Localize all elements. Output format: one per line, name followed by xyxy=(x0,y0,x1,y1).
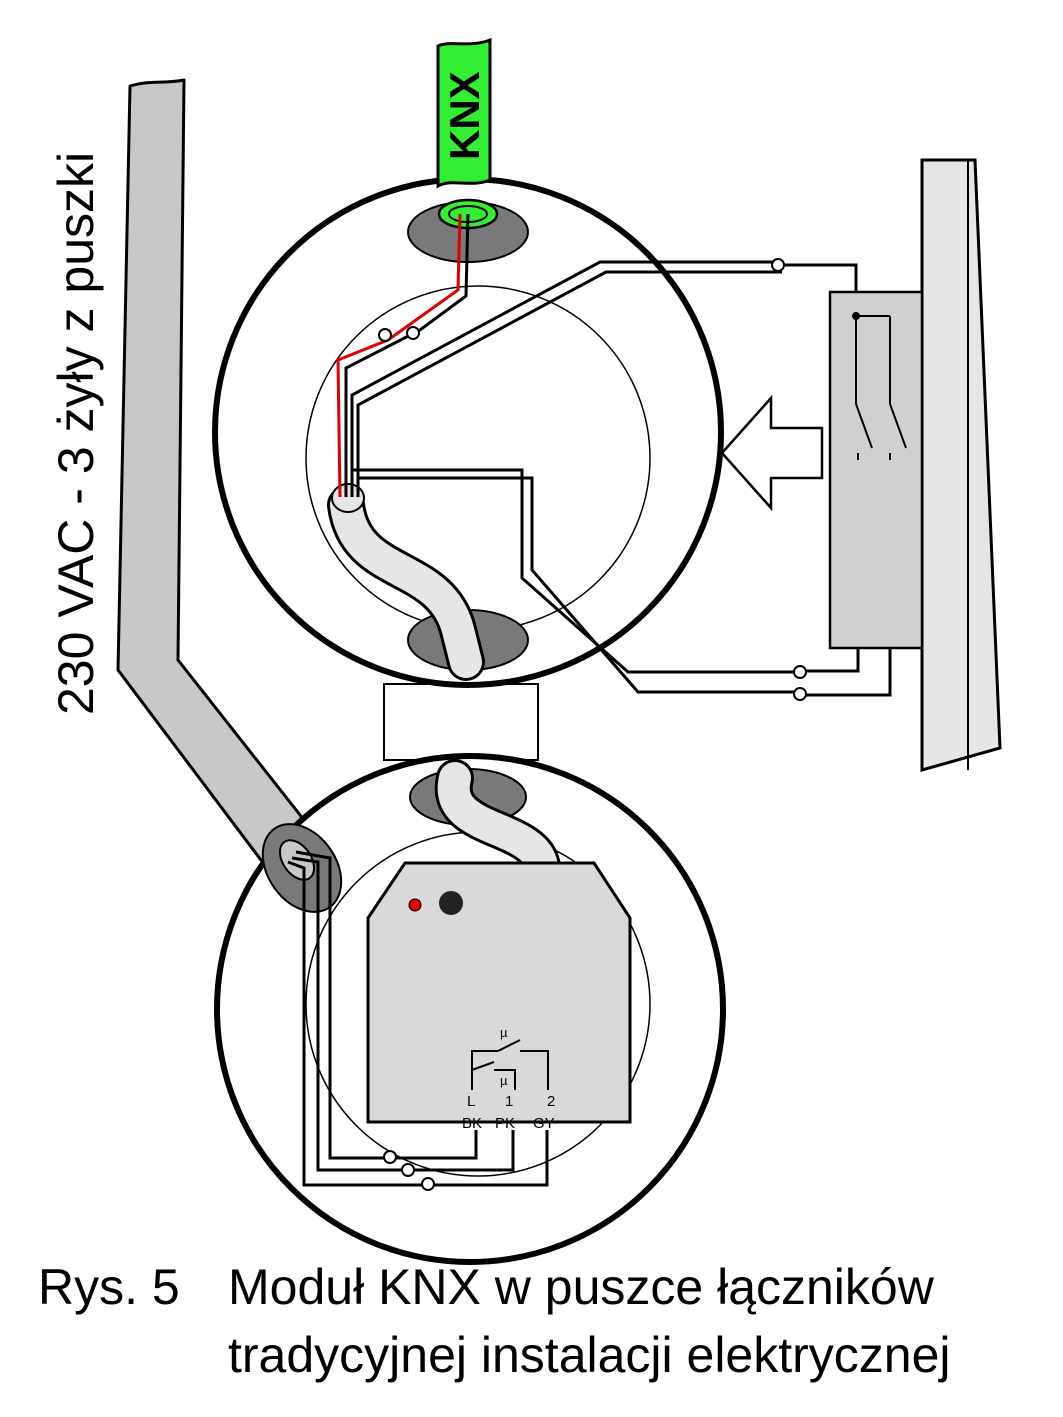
terminal-label-1: 1 xyxy=(505,1093,513,1110)
switch-plate xyxy=(920,158,1002,772)
terminal-label-L: L xyxy=(467,1093,475,1110)
terminal-label-2: 2 xyxy=(547,1093,555,1110)
power-wires xyxy=(287,850,549,1187)
wire-color-GY: GY xyxy=(533,1115,555,1132)
caption-line-2: tradycyjnej instalacji elektrycznej xyxy=(228,1327,951,1383)
status-led xyxy=(408,898,422,912)
mu-label-top: µ xyxy=(500,1025,508,1040)
box-connector xyxy=(383,683,539,761)
switch-mechanism xyxy=(828,290,924,650)
wall-switch xyxy=(828,158,1002,772)
program-button xyxy=(439,891,463,915)
upper-junction-box xyxy=(212,176,724,688)
switch-contacts-symbol xyxy=(855,315,907,460)
knx-label: KNX xyxy=(441,71,488,160)
wire-terminal xyxy=(383,1150,397,1164)
caption-number: Rys. 5 xyxy=(38,1259,180,1315)
wire-terminal xyxy=(793,665,807,679)
wire-terminal xyxy=(406,326,420,340)
wire-terminal xyxy=(771,258,785,272)
vertical-power-label: 230 VAC - 3 żyły z puszki xyxy=(48,152,104,715)
wire-terminal xyxy=(401,1163,415,1177)
wire-color-BK: BK xyxy=(462,1115,482,1132)
caption-line-1: Moduł KNX w puszce łączników xyxy=(228,1259,934,1315)
wire-terminal xyxy=(421,1177,435,1191)
wire-color-PK: PK xyxy=(495,1115,515,1132)
wire-terminal xyxy=(793,687,807,701)
knx-module: µ µ L 1 2 BK PK GY xyxy=(366,861,632,1132)
arrow-left-icon xyxy=(720,394,824,512)
wire-terminal xyxy=(378,328,392,342)
knx-cable: KNX xyxy=(436,37,499,230)
mu-label-bottom: µ xyxy=(500,1073,508,1088)
switch-wires xyxy=(350,260,892,697)
relay-contacts-symbol xyxy=(471,1039,549,1090)
